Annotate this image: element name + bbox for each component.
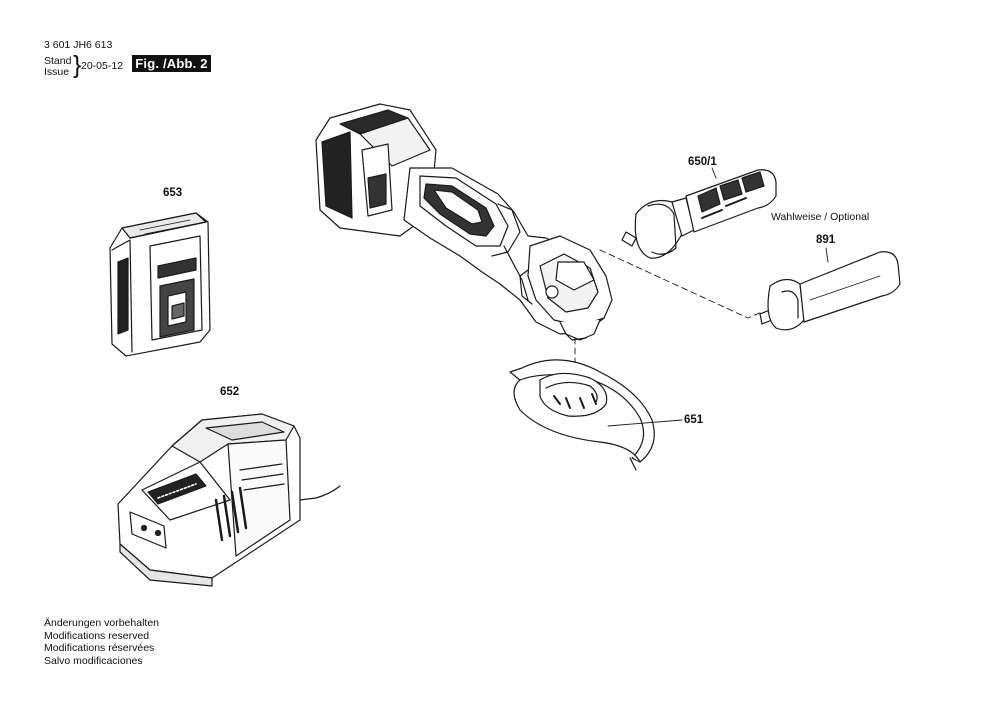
leader-891	[825, 247, 829, 263]
leader-650	[711, 167, 717, 179]
part-label-650-1: 650/1	[688, 156, 717, 168]
footer-notice: Änderungen vorbehalten Modifications res…	[44, 617, 159, 667]
standard-handle-drawing	[759, 251, 901, 331]
footer-line-de: Änderungen vorbehalten	[44, 617, 160, 629]
issue-label: Issue	[44, 66, 70, 78]
stand-label: Stand	[44, 55, 72, 67]
battery-pack-drawing	[109, 212, 211, 357]
optional-note: Wahlweise / Optional	[771, 211, 870, 223]
issue-date: 20-05-12	[81, 60, 124, 72]
footer-line-fr: Modifications réservées	[44, 642, 155, 655]
footer-line-es: Salvo modificaciones	[44, 654, 143, 667]
charger-drawing	[117, 413, 341, 587]
part-label-652: 652	[220, 386, 240, 398]
optional-handle-drawing	[621, 169, 777, 259]
footer-line-en: Modifications reserved	[44, 629, 150, 642]
brace-symbol: }	[73, 51, 82, 79]
guard-drawing	[509, 359, 655, 471]
part-label-651: 651	[684, 414, 704, 426]
figure-badge: Fig. /Abb. 2	[132, 55, 211, 72]
document-number: 3 601 JH6 613	[44, 39, 113, 51]
part-label-653: 653	[163, 187, 183, 199]
assembly-line-handle	[599, 249, 763, 319]
leader-651	[607, 419, 683, 427]
part-label-891: 891	[816, 234, 836, 246]
angle-grinder-drawing	[315, 103, 613, 341]
